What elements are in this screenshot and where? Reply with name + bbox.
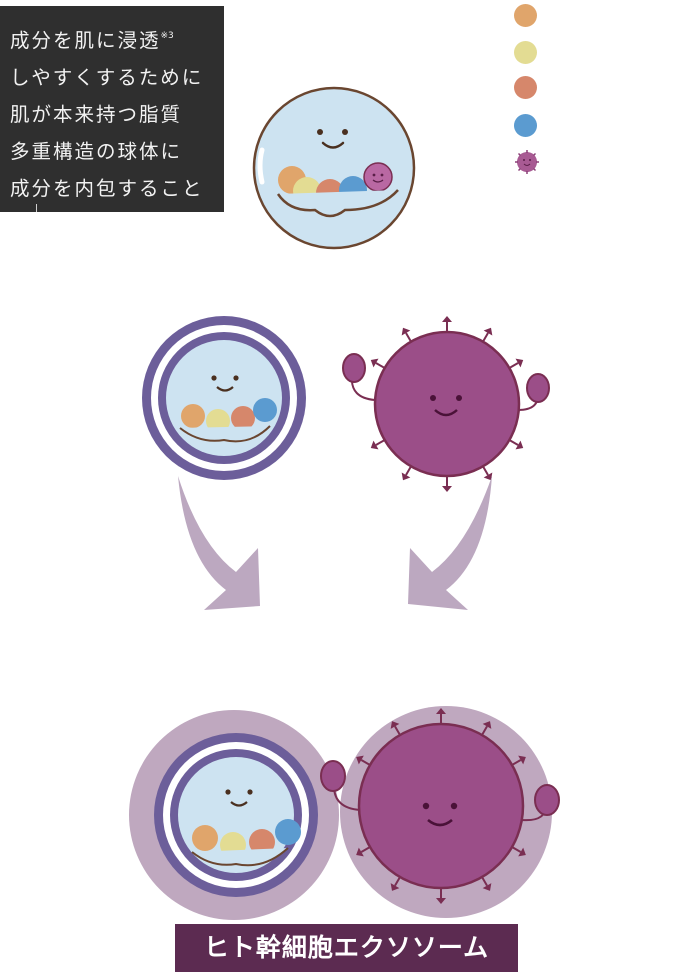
capsule-character-icon (252, 86, 416, 250)
legend-item-exosome (514, 149, 654, 175)
purple-exosome-icon (515, 150, 539, 174)
membrane-capsule-icon (142, 316, 306, 480)
right-arrow-icon (408, 476, 492, 610)
legend-item-salmon (514, 76, 654, 102)
combined-exosome-icon (129, 706, 560, 920)
blue-dot-icon (514, 114, 537, 137)
exosome-title: ヒト幹細胞エクソソーム (175, 924, 518, 972)
legend-item-orange (514, 4, 654, 30)
note-line-1: 成分を肌に浸透※3 (10, 29, 174, 52)
legend-item-blue (514, 114, 654, 140)
note-line-2: しやすくするために (10, 66, 204, 89)
scroll-tick (36, 204, 37, 212)
footnote-mark: ※3 (160, 31, 174, 41)
exosome-character-icon (342, 315, 550, 493)
legend-item-yellow (514, 41, 654, 67)
note-line-5: 成分を内包すること (10, 177, 204, 200)
yellow-dot-icon (514, 41, 537, 64)
salmon-dot-icon (514, 76, 537, 99)
note-line-3: 肌が本来持つ脂質 (10, 103, 183, 126)
explanation-box: 成分を肌に浸透※3 しやすくするために 肌が本来持つ脂質 多重構造の球体に 成分… (0, 6, 224, 212)
orange-dot-icon (514, 4, 537, 27)
left-arrow-icon (178, 476, 260, 610)
note-line-4: 多重構造の球体に (10, 140, 183, 163)
